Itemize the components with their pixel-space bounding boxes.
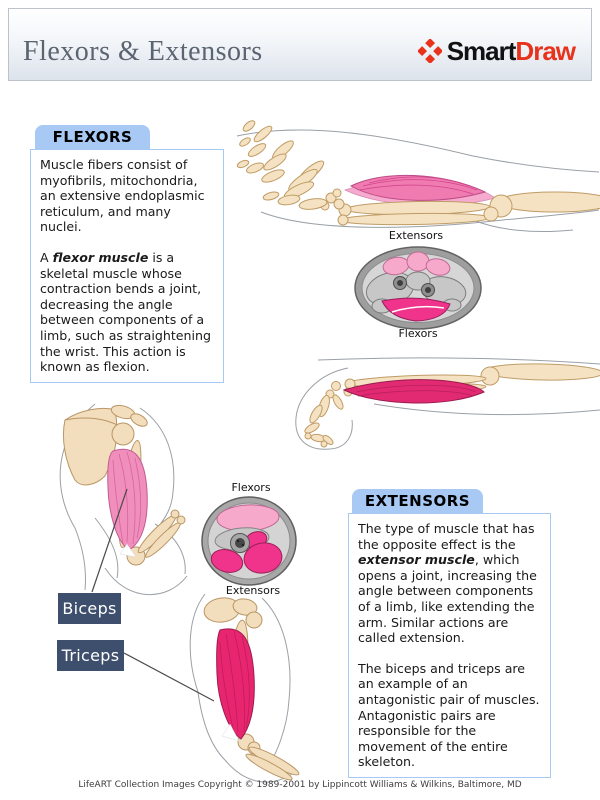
forearm-cross-section-bottom-label: Flexors [398, 327, 438, 340]
upper-arm-cross-section-top-label: Flexors [231, 481, 271, 494]
smartdraw-logo: SmartDraw [417, 36, 576, 66]
triceps-callout-label: Triceps [57, 640, 124, 671]
page-title: Flexors & Extensors [23, 36, 263, 67]
shoulder-triceps-illustration [150, 590, 305, 785]
flexors-tab: FLEXORS [35, 125, 150, 149]
extensors-paragraph-1: The type of muscle that has the opposite… [358, 521, 537, 646]
extensors-paragraph-2: The biceps and triceps are an example of… [358, 660, 540, 770]
upper-arm-cross-section-illustration [200, 494, 300, 588]
flexors-text-panel: Muscle fibers consist of myofibrils, mit… [30, 149, 224, 383]
flexors-paragraph-2: A flexor muscle is a skeletal muscle who… [40, 249, 212, 375]
extensors-tab: EXTENSORS [352, 489, 483, 513]
extensors-text-panel: The type of muscle that has the opposite… [348, 513, 551, 778]
forearm-cross-section-top-label: Extensors [388, 229, 444, 242]
biceps-callout-label: Biceps [58, 593, 121, 624]
flexed-arm-illustration [278, 356, 600, 452]
forearm-cross-section-illustration [352, 245, 484, 331]
flexors-paragraph-1: Muscle fibers consist of myofibrils, mit… [40, 157, 205, 235]
extended-arm-illustration [233, 120, 600, 238]
copyright-footer: LifeART Collection Images Copyright © 19… [78, 780, 522, 790]
header-bar: Flexors & Extensors SmartDraw [8, 8, 592, 81]
shoulder-biceps-illustration [35, 396, 205, 613]
upper-arm-cross-section-bottom-label: Extensors [225, 584, 281, 597]
smartdraw-wordmark: SmartDraw [446, 36, 576, 66]
smartdraw-diamond-icon [417, 39, 442, 63]
